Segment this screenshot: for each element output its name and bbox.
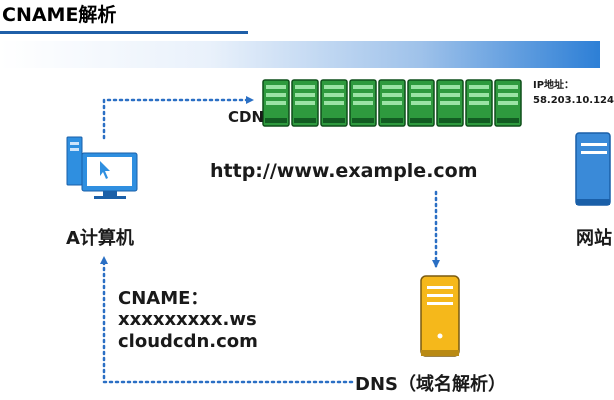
cdn-server-unit	[291, 79, 319, 127]
cdn-server-unit	[262, 79, 290, 127]
slide: CNAME解析	[0, 4, 614, 395]
arrow-dns-to-computer	[100, 256, 354, 384]
website-label: 网站	[576, 228, 612, 249]
cname-title: CNAME：	[118, 288, 209, 309]
cdn-server-unit	[494, 79, 522, 127]
cname-value-line-2: cloudcdn.com	[118, 331, 258, 352]
ip-address-value: 58.203.10.124	[533, 95, 614, 106]
cdn-server-unit	[349, 79, 377, 127]
slide-title: CNAME解析	[2, 4, 117, 26]
cdn-server-cluster	[262, 79, 522, 127]
cname-resolution-diagram	[66, 79, 611, 384]
cdn-server-unit	[378, 79, 406, 127]
website-url: http://www.example.com	[210, 160, 478, 182]
header-gradient-band	[0, 41, 600, 68]
arrow-computer-to-cdn	[102, 96, 254, 140]
cdn-label: CDN	[228, 108, 265, 126]
dns-label: DNS（域名解析）	[355, 374, 506, 395]
title-underline	[0, 31, 248, 34]
cname-value-line-1: xxxxxxxxx.ws	[118, 309, 257, 330]
cdn-server-unit	[465, 79, 493, 127]
cdn-server-unit	[320, 79, 348, 127]
ip-address-label: IP地址：	[533, 80, 575, 91]
computer-label: A计算机	[66, 228, 134, 249]
cdn-server-unit	[436, 79, 464, 127]
web-server-icon	[575, 132, 611, 206]
dns-server-icon	[420, 275, 460, 357]
desktop-computer-icon	[66, 136, 138, 199]
cdn-server-unit	[407, 79, 435, 127]
